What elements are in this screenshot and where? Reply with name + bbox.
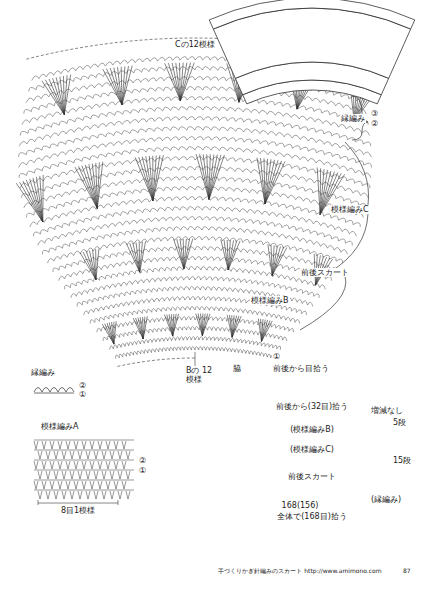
callout-number: ① [272,352,281,361]
edging-sample [34,388,74,394]
chart-label: 15段 [392,456,412,465]
chart-label: 168(156) [281,501,320,510]
callout-number: ② [370,119,379,128]
callout-number: ① [78,390,87,399]
chart-label: (模様編みC) [289,445,335,454]
chart-label: 前後から(32目)拾う [275,402,349,411]
repeat-bracket [38,500,118,505]
schematic-band [213,8,410,78]
chart-label: 87 [402,568,412,575]
chart-label: 模様編みA [40,422,79,431]
chart-label: 模様編みC [330,205,370,214]
callout-number: ② [78,381,87,390]
chart-label: Bの 12模様 [185,366,215,384]
pineapple-fans [16,63,378,345]
chart-label: 手づくりかぎ針編みのスカート http://www.amimono.com [217,568,382,575]
chart-label: 前後から目拾う [272,364,330,373]
chart-label: (縁編み) [370,495,402,504]
pattern-a-chart [34,440,134,499]
chart-label: 前後スカート [287,472,337,481]
callout-number: ② [138,456,147,465]
chart-label: 縁編み [340,114,366,123]
chart-label: 8目1模様 [60,506,96,515]
chart-label: 前後スカート [300,268,350,277]
chart-label: 全体で(168目)拾う [276,512,348,521]
schematic-band [209,0,415,29]
chart-label: 模様編みB [250,296,290,305]
chart-label: 5段 [392,418,407,427]
callout-number: ③ [370,109,379,118]
extent-line [117,358,195,366]
chart-label: Cの12模様 [174,40,216,49]
chart-label: 縁編み [30,368,56,377]
chain-mesh [19,57,372,359]
chart-label: (模様編みB) [289,425,335,434]
chart-label: 脇 [232,364,242,373]
range-bracket [300,276,346,330]
callout-number: ① [138,466,147,475]
chart-label: 増減なし [370,406,404,415]
